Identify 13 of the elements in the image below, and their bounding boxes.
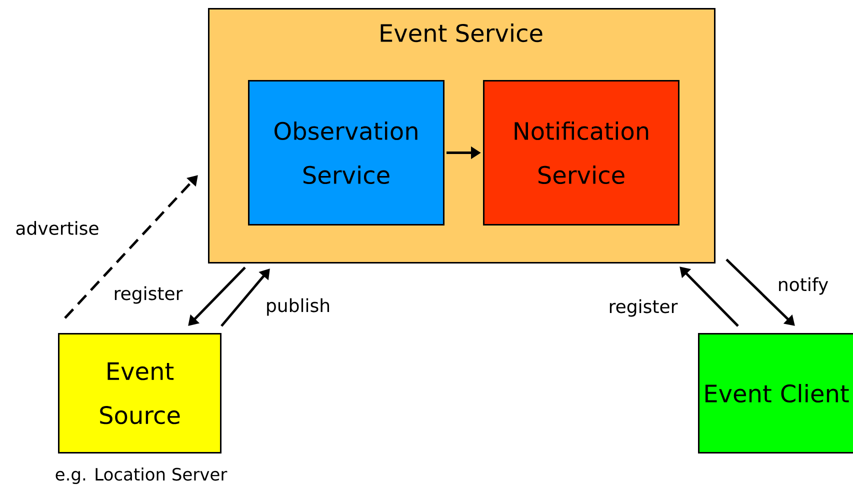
node-caption: e.g. Location Server [56,468,228,484]
edge-label: register [112,285,184,305]
edge-label: notify [776,276,830,296]
client-box: Event Client [698,333,853,454]
edge-label: publish [264,297,332,317]
edge-label: advertise [14,220,100,236]
source-box: Event Source [58,333,222,454]
service-box: Observation Service [248,80,444,226]
service-box: Notification Service [483,80,680,226]
edge-label: register [607,298,679,318]
arrow [680,266,739,327]
arrow [726,258,795,326]
arrow [188,266,246,326]
